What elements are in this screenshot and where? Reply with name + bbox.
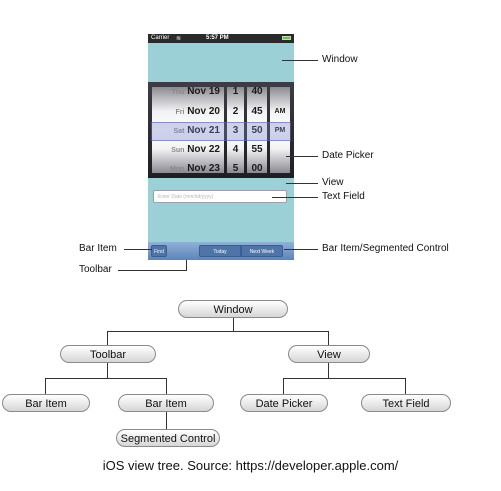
tree-edge (233, 317, 234, 331)
date-picker-callout: Date Picker (322, 150, 374, 161)
tree-node-segmented-control: Segmented Control (116, 429, 220, 447)
window-callout-line (282, 60, 318, 61)
segment-today[interactable]: Today (199, 245, 241, 257)
tree-edge (107, 331, 108, 346)
tree-node-bar-item: Bar Item (118, 394, 214, 412)
tree-edge (107, 331, 329, 332)
hour-wheel[interactable]: 1 2 3 4 5 (227, 87, 244, 173)
date-text-field[interactable]: Enter Date (mm/dd/yyyy) (153, 190, 287, 203)
tree-edge (45, 378, 167, 379)
status-bar: Carrier ≋ 5:57 PM (148, 34, 294, 43)
toolbar-callout-vline (186, 260, 187, 271)
selection-indicator (151, 122, 291, 141)
text-field-callout-line (272, 197, 318, 198)
window-callout: Window (322, 54, 358, 65)
tree-node-text-field: Text Field (361, 394, 451, 412)
segmented-callout-line (284, 249, 318, 250)
bar-item-callout-line (124, 249, 152, 250)
minute-wheel[interactable]: 40 45 50 55 00 (247, 87, 267, 173)
find-button[interactable]: Find (151, 245, 167, 257)
minute-row: 45 (251, 106, 263, 117)
date-picker-callout-line (286, 156, 318, 157)
tree-edge (166, 411, 167, 430)
segmented-callout: Bar Item/Segmented Control (322, 243, 449, 254)
tree-edge (328, 362, 329, 378)
date-row: Fri Nov 20 (175, 106, 220, 117)
tree-node-view: View (288, 345, 370, 363)
segment-next-week[interactable]: Next Week (241, 245, 283, 257)
view-callout-line (286, 183, 318, 184)
date-row-selected: Sat Nov 21 (173, 125, 220, 136)
hour-row: 5 (232, 163, 239, 173)
toolbar: Find Today Next Week (148, 242, 294, 260)
toolbar-callout: Toolbar (79, 264, 112, 275)
tree-node-bar-item: Bar Item (2, 394, 90, 412)
date-row: Sun Nov 22 (171, 144, 220, 155)
hour-row: 2 (232, 106, 239, 117)
tree-edge (107, 362, 108, 378)
date-row: Mon Nov 23 (170, 163, 220, 173)
text-field-callout: Text Field (322, 191, 365, 202)
am-label: AM (274, 108, 286, 115)
hour-row: 4 (232, 144, 239, 155)
hour-row-selected: 3 (232, 125, 239, 136)
date-picker[interactable]: Thu Nov 19 Fri Nov 20 Sat Nov 21 Sun Nov… (148, 82, 294, 178)
tree-node-toolbar: Toolbar (60, 345, 156, 363)
wifi-icon: ≋ (176, 36, 182, 42)
tree-node-date-picker: Date Picker (240, 394, 328, 412)
tree-edge (283, 378, 284, 395)
hour-row: 1 (232, 87, 239, 97)
view-callout: View (322, 177, 344, 188)
carrier-label: Carrier (151, 35, 170, 41)
pm-label: PM (274, 127, 286, 134)
minute-row: 55 (251, 144, 263, 155)
toolbar-callout-line (118, 270, 186, 271)
date-row: Thu Nov 19 (171, 87, 220, 97)
status-time: 5:57 PM (206, 35, 229, 41)
tree-edge (166, 378, 167, 395)
tree-node-window: Window (178, 300, 288, 318)
minute-row-selected: 50 (251, 125, 263, 136)
minute-row: 00 (251, 163, 263, 173)
minute-row: 40 (251, 87, 263, 97)
tree-edge (328, 331, 329, 346)
date-wheel[interactable]: Thu Nov 19 Fri Nov 20 Sat Nov 21 Sun Nov… (152, 87, 224, 173)
tree-edge (405, 378, 406, 395)
iphone-screen: Carrier ≋ 5:57 PM Thu Nov 19 Fri Nov 20 … (148, 34, 294, 260)
tree-edge (283, 378, 406, 379)
tree-edge (45, 378, 46, 395)
figure-caption: iOS view tree. Source: https://developer… (102, 458, 399, 473)
ampm-wheel[interactable]: AM PM (270, 87, 290, 173)
bar-item-callout: Bar Item (79, 243, 117, 254)
battery-icon (282, 36, 291, 40)
